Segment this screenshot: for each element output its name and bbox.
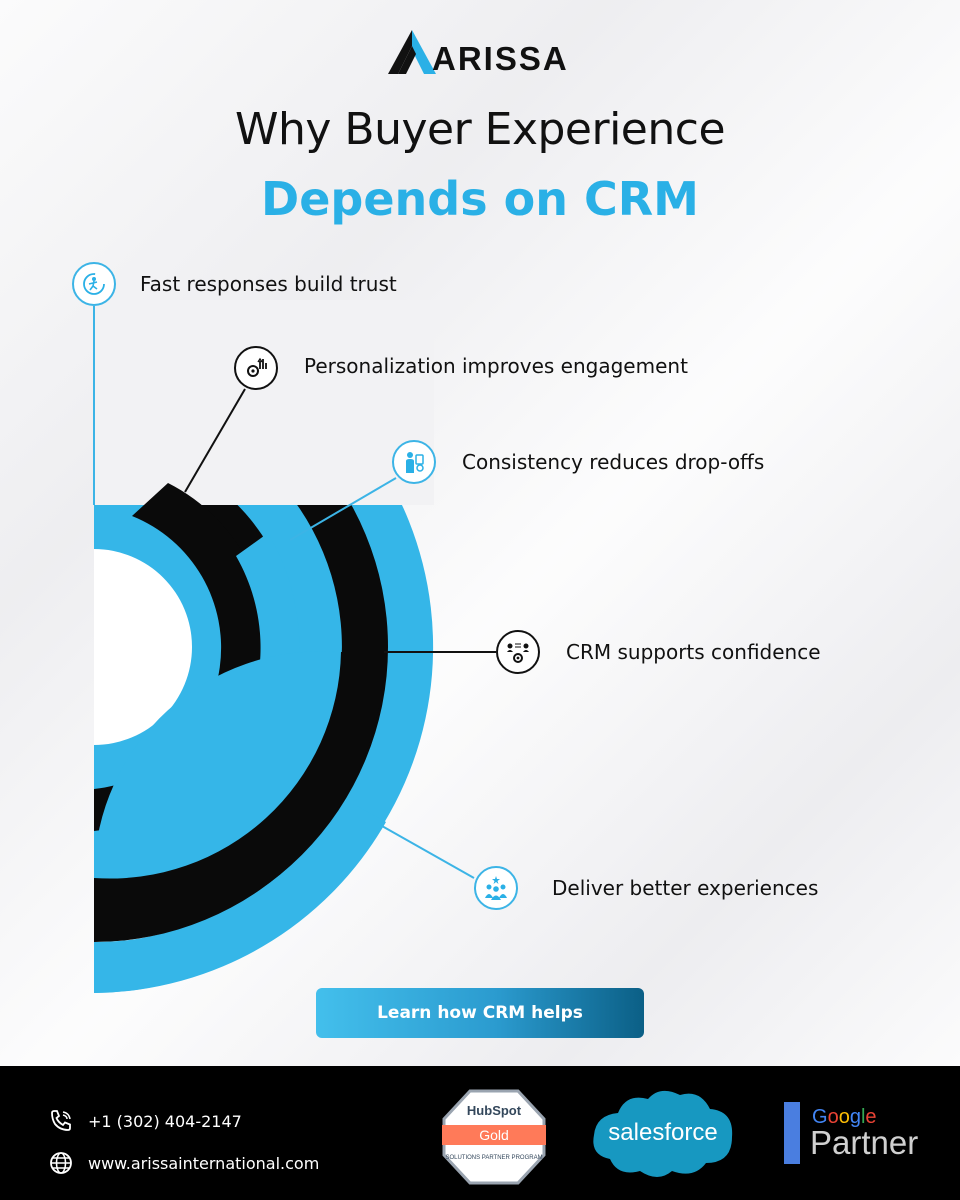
rings-overlay [94, 483, 386, 993]
gear-growth-icon [247, 357, 267, 377]
person-settings-icon [406, 452, 424, 473]
hubspot-tier-text: Gold [479, 1127, 509, 1143]
speed-timer-icon [83, 273, 105, 295]
hubspot-gold-badge: HubSpot Gold SOLUTIONS PARTNER PROGRAM [442, 1089, 546, 1185]
phone-icon [51, 1110, 71, 1131]
arissa-logo-mark-icon [388, 30, 436, 74]
google-partner-label: Partner [810, 1124, 919, 1161]
better-experience-icon-circle [474, 866, 518, 910]
item-label-5: Deliver better experiences [552, 876, 819, 900]
phone-number: +1 (302) 404-2147 [88, 1111, 242, 1131]
google-wordmark: Google [812, 1106, 877, 1128]
logo-text: ARISSA [432, 40, 569, 77]
salesforce-logo: salesforce [593, 1090, 733, 1177]
network-gear-icon [507, 643, 529, 663]
learn-how-crm-helps-button[interactable]: Learn how CRM helps [316, 988, 644, 1038]
item-label-1: Fast responses build trust [140, 272, 397, 296]
phone-contact[interactable]: +1 (302) 404-2147 [48, 1108, 242, 1134]
item-label-2: Personalization improves engagement [304, 354, 688, 378]
team-stars-icon [485, 876, 507, 900]
consistency-icon-circle [392, 440, 436, 484]
connector-line-3 [289, 477, 397, 541]
hubspot-brand-text: HubSpot [467, 1103, 522, 1118]
salesforce-text: salesforce [608, 1119, 717, 1146]
crm-confidence-icon-circle [496, 630, 540, 674]
item-label-3: Consistency reduces drop-offs [462, 450, 765, 474]
fast-response-icon-circle [72, 262, 116, 306]
google-partner-bar [784, 1102, 800, 1164]
globe-icon [50, 1152, 72, 1174]
connector-line-5 [381, 825, 475, 879]
headline-line-1: Why Buyer Experience [234, 104, 726, 155]
connector-line-2 [184, 388, 246, 493]
website-contact[interactable]: www.arissainternational.com [48, 1150, 319, 1176]
hubspot-program-text: SOLUTIONS PARTNER PROGRAM [445, 1155, 542, 1161]
arc-inner-white [94, 541, 200, 753]
website-url: www.arissainternational.com [88, 1153, 320, 1173]
headline-line-2: Depends on CRM [261, 172, 699, 226]
item-label-4: CRM supports confidence [566, 640, 821, 664]
personalization-icon-circle [234, 346, 278, 390]
